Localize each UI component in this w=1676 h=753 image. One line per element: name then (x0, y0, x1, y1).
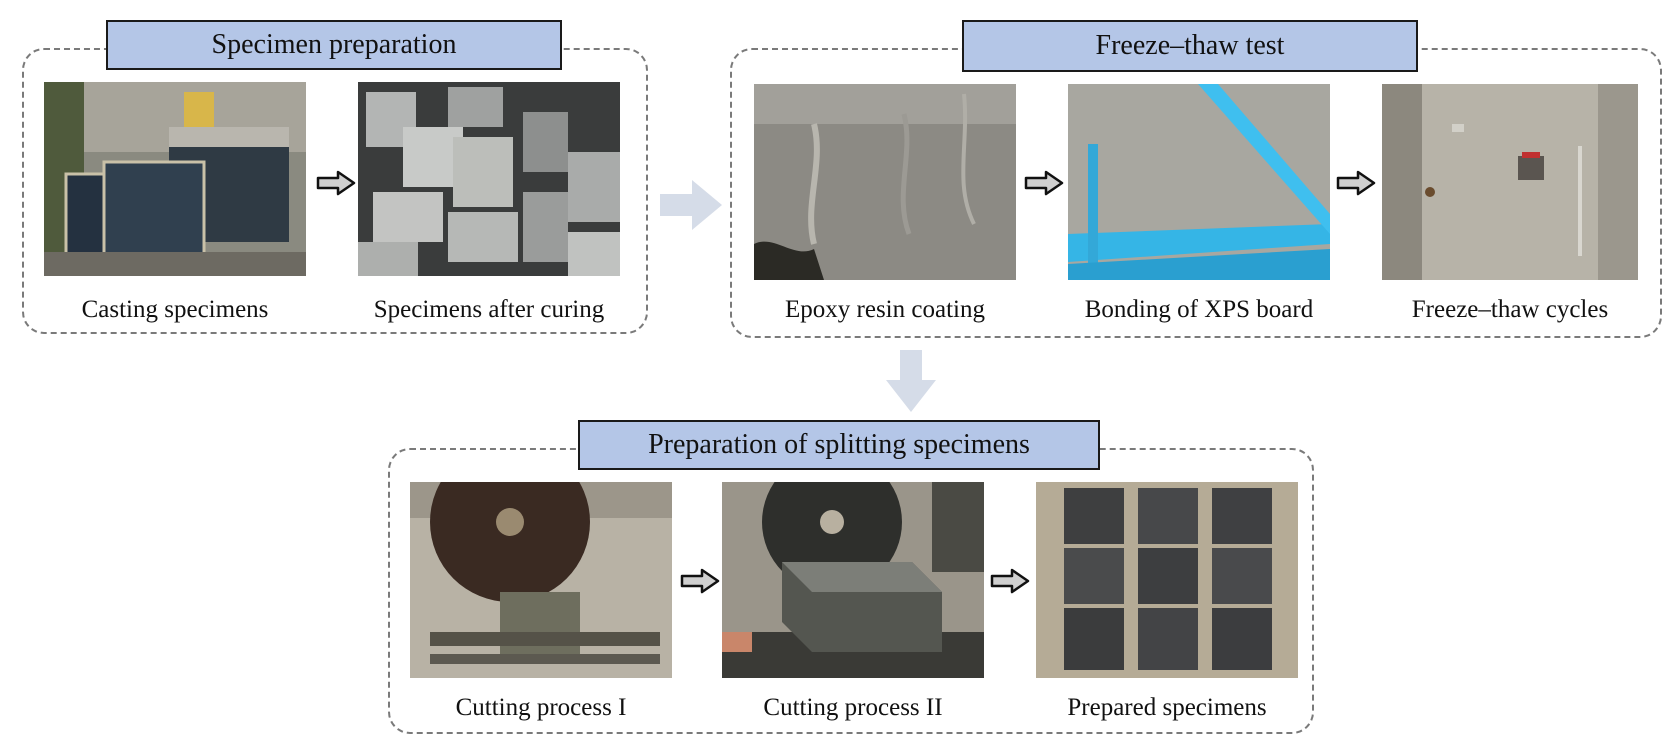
caption-cutting-process-1: Cutting process I (455, 694, 627, 721)
caption-freeze-thaw-cycles: Freeze–thaw cycles (1411, 296, 1609, 323)
caption-specimens-after-curing: Specimens after curing (373, 296, 605, 323)
step-arrow-icon (990, 568, 1030, 594)
flow-arrow-right-icon (660, 180, 722, 230)
step-arrow-icon (680, 568, 720, 594)
group-title-specimen-preparation: Specimen preparation (106, 20, 562, 70)
caption-casting-specimens: Casting specimens (81, 296, 269, 323)
photo-casting-specimens (44, 82, 306, 276)
photo-cutting-process-2 (722, 482, 984, 678)
photo-epoxy-resin-coating (754, 84, 1016, 280)
caption-prepared-specimens: Prepared specimens (1067, 694, 1267, 721)
flow-arrow-down-icon (886, 350, 936, 412)
caption-cutting-process-2: Cutting process II (763, 694, 943, 721)
caption-bonding-xps-board: Bonding of XPS board (1084, 296, 1314, 323)
photo-freeze-thaw-cycles (1382, 84, 1638, 280)
group-title-preparation-splitting-specimens: Preparation of splitting specimens (578, 420, 1100, 470)
caption-epoxy-resin-coating: Epoxy resin coating (785, 296, 985, 323)
photo-bonding-xps-board (1068, 84, 1330, 280)
step-arrow-icon (1024, 170, 1064, 196)
photo-prepared-specimens (1036, 482, 1298, 678)
group-title-freeze-thaw-test: Freeze–thaw test (962, 20, 1418, 72)
step-arrow-icon (1336, 170, 1376, 196)
photo-cutting-process-1 (410, 482, 672, 678)
photo-specimens-after-curing (358, 82, 620, 276)
step-arrow-icon (316, 170, 356, 196)
